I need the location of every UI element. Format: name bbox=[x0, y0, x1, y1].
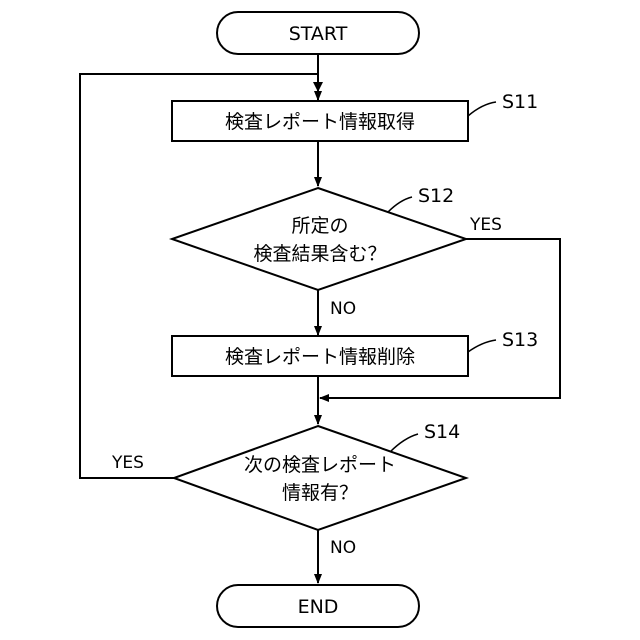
step-s11-ref: S11 bbox=[502, 91, 538, 113]
step-s11-label: 検査レポート情報取得 bbox=[225, 111, 415, 133]
step-s11: 検査レポート情報取得 S11 bbox=[172, 91, 538, 141]
end-terminal: END bbox=[217, 585, 419, 627]
s12-yes-label: YES bbox=[469, 215, 502, 235]
step-s13-leader bbox=[468, 340, 496, 352]
end-label: END bbox=[298, 596, 339, 618]
step-s14-leader bbox=[390, 434, 418, 452]
step-s14: 次の検査レポート 情報有？ S14 bbox=[174, 421, 466, 530]
step-s11-leader bbox=[468, 102, 496, 116]
step-s13-ref: S13 bbox=[502, 329, 538, 351]
step-s12-leader bbox=[388, 197, 412, 212]
step-s13: 検査レポート情報削除 S13 bbox=[172, 329, 538, 376]
step-s14-line2: 情報有？ bbox=[282, 482, 358, 504]
step-s12-line1: 所定の bbox=[291, 215, 348, 237]
start-terminal: START bbox=[217, 12, 419, 54]
loop-entry-arrowhead bbox=[313, 82, 323, 92]
s12-no-label: NO bbox=[330, 299, 356, 319]
s14-no-label: NO bbox=[330, 538, 356, 558]
step-s12-ref: S12 bbox=[418, 185, 454, 207]
step-s12-line2: 検査結果含む？ bbox=[253, 243, 386, 265]
step-s12: 所定の 検査結果含む？ S12 bbox=[172, 185, 466, 290]
step-s14-line1: 次の検査レポート bbox=[244, 454, 396, 476]
step-s13-label: 検査レポート情報削除 bbox=[225, 346, 415, 368]
step-s14-ref: S14 bbox=[424, 421, 460, 443]
s14-yes-label: YES bbox=[111, 453, 144, 473]
start-label: START bbox=[289, 23, 348, 45]
